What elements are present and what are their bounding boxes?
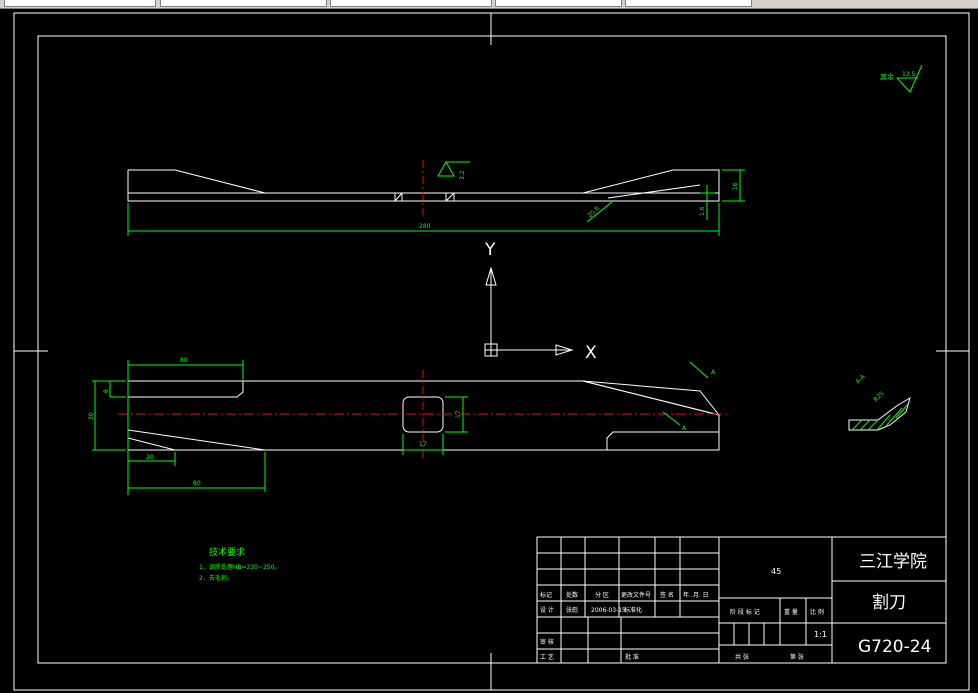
leader-a-top: A — [711, 369, 716, 376]
top-view: 280 16 1.6 3.2 25.6 — [127, 160, 745, 236]
label-stage: 阶 段 标 记 — [730, 608, 760, 616]
label-signature: 签 名 — [660, 591, 674, 599]
section-roughness: R25 — [872, 390, 885, 403]
dim-80: 80 — [180, 357, 188, 364]
label-approve: 批 准 — [625, 653, 639, 661]
tech-requirements: 技术要求 1、调质处理HB=230~250。 2、去毛刺。 — [199, 546, 280, 582]
dim-17-h: 17 — [419, 441, 427, 448]
label-standardization: 标准化 — [624, 606, 642, 614]
label-weight: 重 量 — [784, 608, 798, 616]
ucs-x-label: X — [585, 343, 597, 363]
title-block-text: 三江学院 割刀 G720-24 45 1:1 标记 处数 分 区 更改文件号 签… — [540, 552, 931, 661]
toolbar-field-3[interactable] — [330, 0, 492, 7]
dim-17-v: 17 — [455, 410, 462, 418]
drawing-number: G720-24 — [858, 637, 931, 657]
tech-title: 技术要求 — [209, 546, 245, 558]
toolbar-field-1[interactable] — [4, 0, 156, 7]
label-review: 审 核 — [540, 638, 554, 646]
tech-item-2: 2、去毛刺。 — [199, 574, 233, 582]
part-name: 割刀 — [872, 593, 906, 613]
toolbar-strip — [0, 0, 978, 9]
roughness-note: 其余 12.5 — [880, 64, 923, 93]
toolbar-field-5[interactable] — [625, 0, 752, 7]
top-step-dim: 1.6 — [699, 206, 706, 216]
leader-a-bottom: A — [682, 425, 687, 432]
scale: 1:1 — [814, 630, 827, 639]
ucs-icon — [484, 266, 574, 357]
drawing-canvas[interactable]: 280 16 1.6 3.2 25.6 Y X — [0, 8, 978, 693]
dim-8: 8 — [103, 389, 110, 393]
school-name: 三江学院 — [859, 552, 927, 572]
label-change-doc: 更改文件号 — [621, 591, 651, 599]
label-design: 设 计 — [540, 606, 554, 614]
main-view: 80 8 30 20 60 17 17 A A — [88, 357, 728, 495]
material: 45 — [771, 567, 781, 576]
dim-30: 30 — [88, 412, 95, 420]
toolbar-field-4[interactable] — [495, 0, 622, 7]
top-length-dim: 280 — [419, 223, 431, 230]
dim-60: 60 — [193, 480, 201, 487]
label-zone: 分 区 — [595, 591, 609, 599]
label-process: 工 艺 — [540, 653, 554, 661]
roughness-note-value: 12.5 — [902, 71, 916, 78]
top-height-dim: 16 — [732, 182, 739, 190]
designer-name: 张彪 — [566, 606, 578, 614]
section-label: A-A — [854, 373, 867, 386]
label-date: 年. 月. 日 — [683, 591, 709, 599]
label-sheets-total: 共 张 — [735, 653, 749, 661]
tech-item-1: 1、调质处理HB=230~250。 — [199, 563, 280, 571]
roughness-note-label: 其余 — [880, 72, 894, 81]
toolbar-field-2[interactable] — [160, 0, 327, 7]
label-mark: 标记 — [540, 591, 552, 599]
design-date: 2006-03-15 — [591, 607, 626, 614]
section-a-a: A-A R25 — [848, 373, 911, 431]
label-sheet-no: 第 张 — [790, 653, 804, 661]
ucs-y-label: Y — [484, 240, 496, 260]
sheet-frame — [13, 12, 970, 691]
title-block — [536, 536, 947, 664]
label-count: 处数 — [566, 591, 578, 599]
label-scale: 比 例 — [810, 608, 824, 616]
top-roughness: 3.2 — [459, 170, 466, 180]
dim-20: 20 — [146, 454, 154, 461]
